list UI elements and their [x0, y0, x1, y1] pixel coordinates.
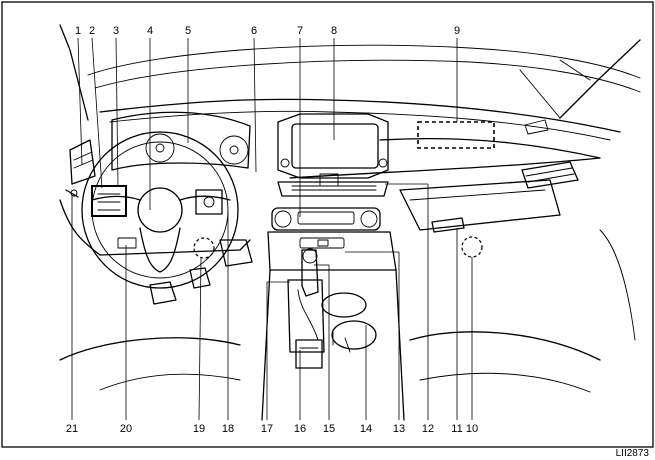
callout-14: 14 — [360, 423, 372, 435]
callout-16: 16 — [294, 423, 306, 435]
callout-7: 7 — [297, 25, 303, 37]
callout-13: 13 — [393, 423, 405, 435]
callout-6: 6 — [251, 25, 257, 37]
callout-4: 4 — [147, 25, 153, 37]
callout-20: 20 — [120, 423, 132, 435]
callout-5: 5 — [185, 25, 191, 37]
passenger-side-area — [461, 236, 483, 258]
leader-lines — [71, 37, 473, 421]
callout-1: 1 — [75, 25, 81, 37]
passenger-airbag-area — [417, 121, 495, 149]
callouts-top: 1 2 3 4 5 6 7 8 9 — [75, 25, 460, 37]
callout-17: 17 — [261, 423, 273, 435]
figure-frame — [1, 1, 654, 448]
callout-8: 8 — [331, 25, 337, 37]
callout-10: 10 — [466, 423, 478, 435]
callout-3: 3 — [113, 25, 119, 37]
callout-12: 12 — [422, 423, 434, 435]
callout-19: 19 — [193, 423, 205, 435]
dashboard-drawing — [59, 24, 641, 421]
callout-9: 9 — [454, 25, 460, 37]
figure-id: LII2873 — [616, 448, 650, 459]
callout-11: 11 — [451, 423, 462, 435]
steering-switch-left-box — [91, 185, 127, 217]
callout-21: 21 — [66, 423, 78, 435]
callouts-bottom: 21 20 19 18 17 16 15 14 13 12 11 10 — [66, 423, 478, 435]
callout-18: 18 — [222, 423, 234, 435]
callout-15: 15 — [323, 423, 335, 435]
callout-2: 2 — [89, 25, 95, 37]
hood-release-area — [193, 237, 215, 259]
